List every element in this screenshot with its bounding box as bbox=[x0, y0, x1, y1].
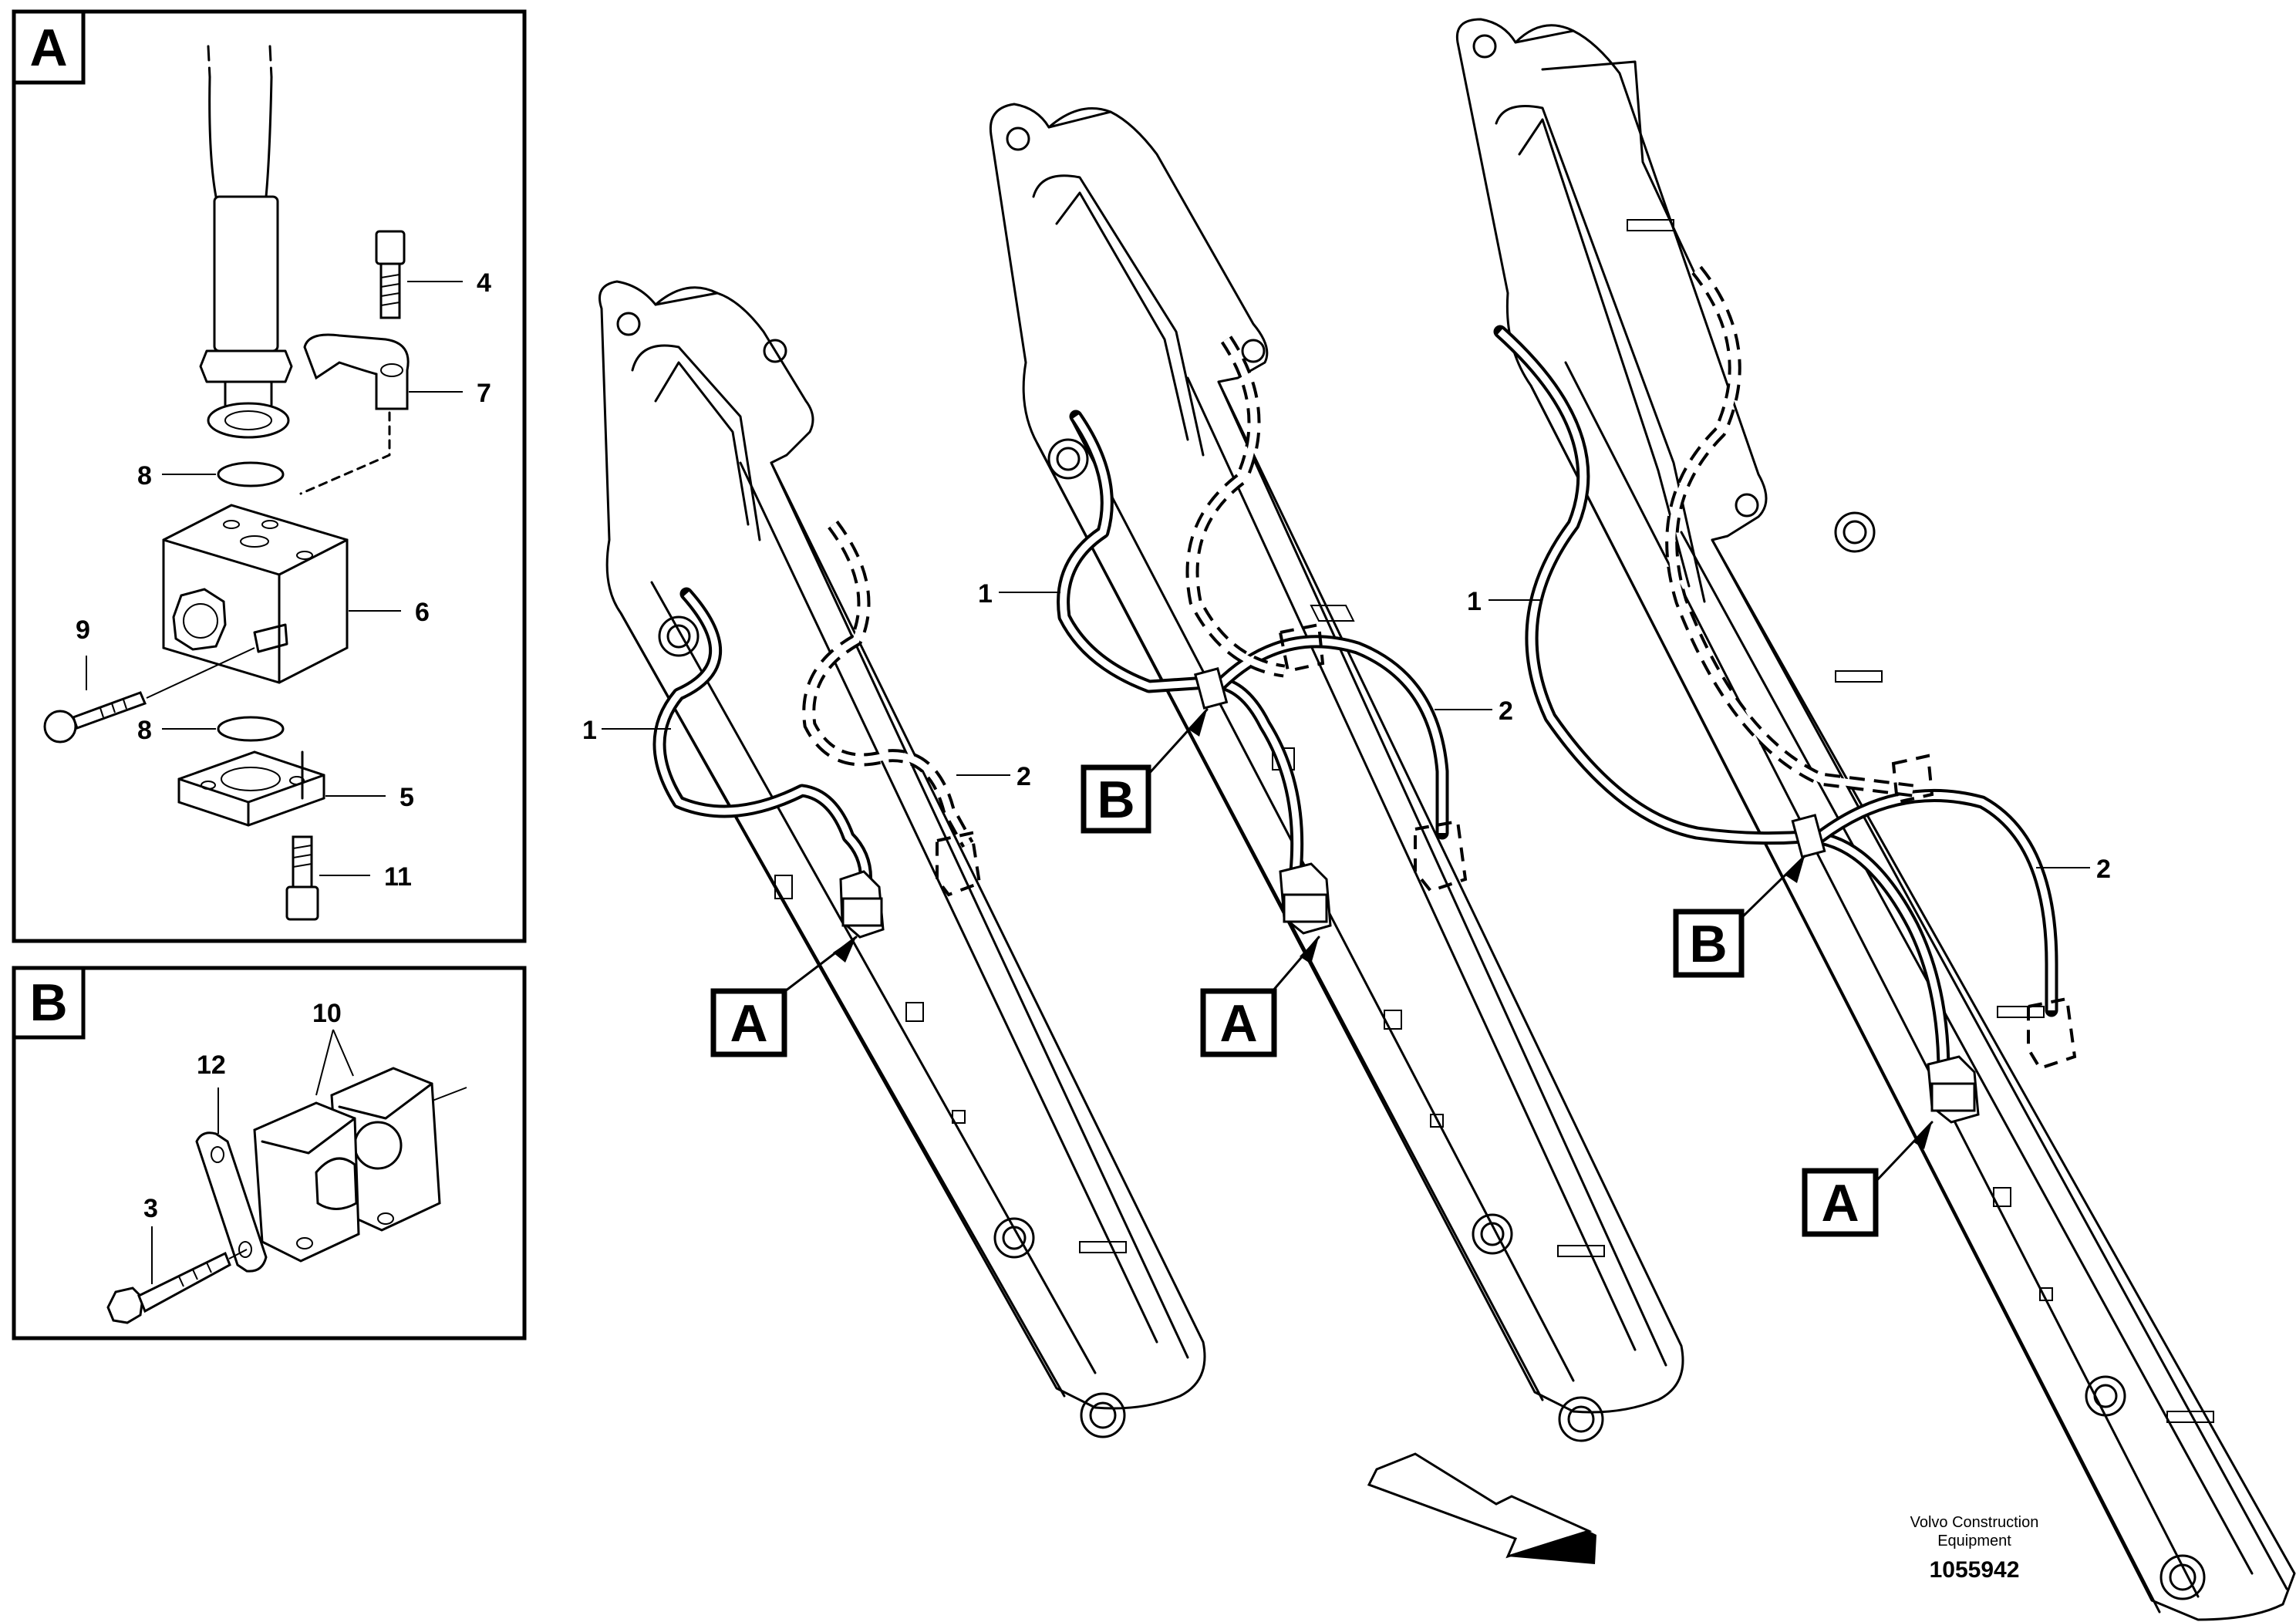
boom-right: 1 2 B A bbox=[1455, 18, 2296, 1621]
callout-5: 5 bbox=[400, 783, 414, 812]
hose-fitting bbox=[199, 45, 293, 439]
valve-block-6: 6 bbox=[162, 504, 430, 684]
callout-4: 4 bbox=[477, 268, 491, 298]
detail-a-label: A bbox=[29, 19, 67, 77]
brand-line-1: Volvo Construction bbox=[1910, 1514, 2039, 1531]
callout-6: 6 bbox=[415, 598, 430, 627]
boom-middle-callout-2: 2 bbox=[1499, 696, 1513, 726]
callout-3: 3 bbox=[143, 1194, 158, 1223]
boom-right-ref-a: A bbox=[1821, 1174, 1859, 1233]
o-ring-8-bottom: 8 bbox=[137, 716, 285, 745]
bolt-3: 3 bbox=[106, 1194, 248, 1324]
boom-left-callout-2: 2 bbox=[1017, 762, 1031, 791]
brand-line-2: Equipment bbox=[1937, 1533, 2011, 1549]
callout-9: 9 bbox=[76, 615, 90, 645]
callout-7: 7 bbox=[477, 379, 491, 408]
callout-12: 12 bbox=[197, 1050, 226, 1080]
boom-middle-ref-a: A bbox=[1219, 994, 1257, 1053]
boom-right-callout-1: 1 bbox=[1467, 587, 1482, 616]
screw-11: 11 bbox=[285, 835, 412, 921]
boom-middle-callout-1: 1 bbox=[978, 579, 993, 609]
callout-10: 10 bbox=[312, 999, 342, 1028]
boom-left: 1 2 A bbox=[582, 280, 1206, 1438]
forward-arrow-icon bbox=[1367, 1452, 1596, 1564]
doc-number: 1055942 bbox=[1930, 1557, 2020, 1583]
plate-12: 12 bbox=[195, 1050, 268, 1273]
detail-a-panel: A 4 7 bbox=[12, 9, 527, 943]
boom-left-ref-a: A bbox=[730, 994, 767, 1053]
bolt-9: 9 bbox=[43, 615, 255, 744]
footer-brand: Volvo Construction Equipment 1055942 bbox=[1910, 1514, 2039, 1583]
boom-middle-ref-b: B bbox=[1097, 771, 1135, 829]
boom-right-callout-2: 2 bbox=[2096, 855, 2111, 884]
detail-b-panel: B 10 12 bbox=[12, 966, 527, 1340]
o-ring-8-top: 8 bbox=[137, 461, 285, 491]
boom-middle: 1 2 B A bbox=[978, 103, 1684, 1442]
boom-left-callout-1: 1 bbox=[582, 716, 597, 745]
screw-4: 4 bbox=[375, 230, 491, 319]
callout-11: 11 bbox=[384, 862, 412, 892]
callout-8-bottom: 8 bbox=[137, 716, 152, 745]
clamp-7: 7 bbox=[303, 333, 491, 410]
boom-right-ref-b: B bbox=[1689, 915, 1727, 973]
clamp-halves-10: 10 bbox=[253, 999, 467, 1263]
callout-8-top: 8 bbox=[137, 461, 152, 491]
flange-5: 5 bbox=[177, 750, 414, 827]
detail-b-label: B bbox=[29, 973, 67, 1032]
